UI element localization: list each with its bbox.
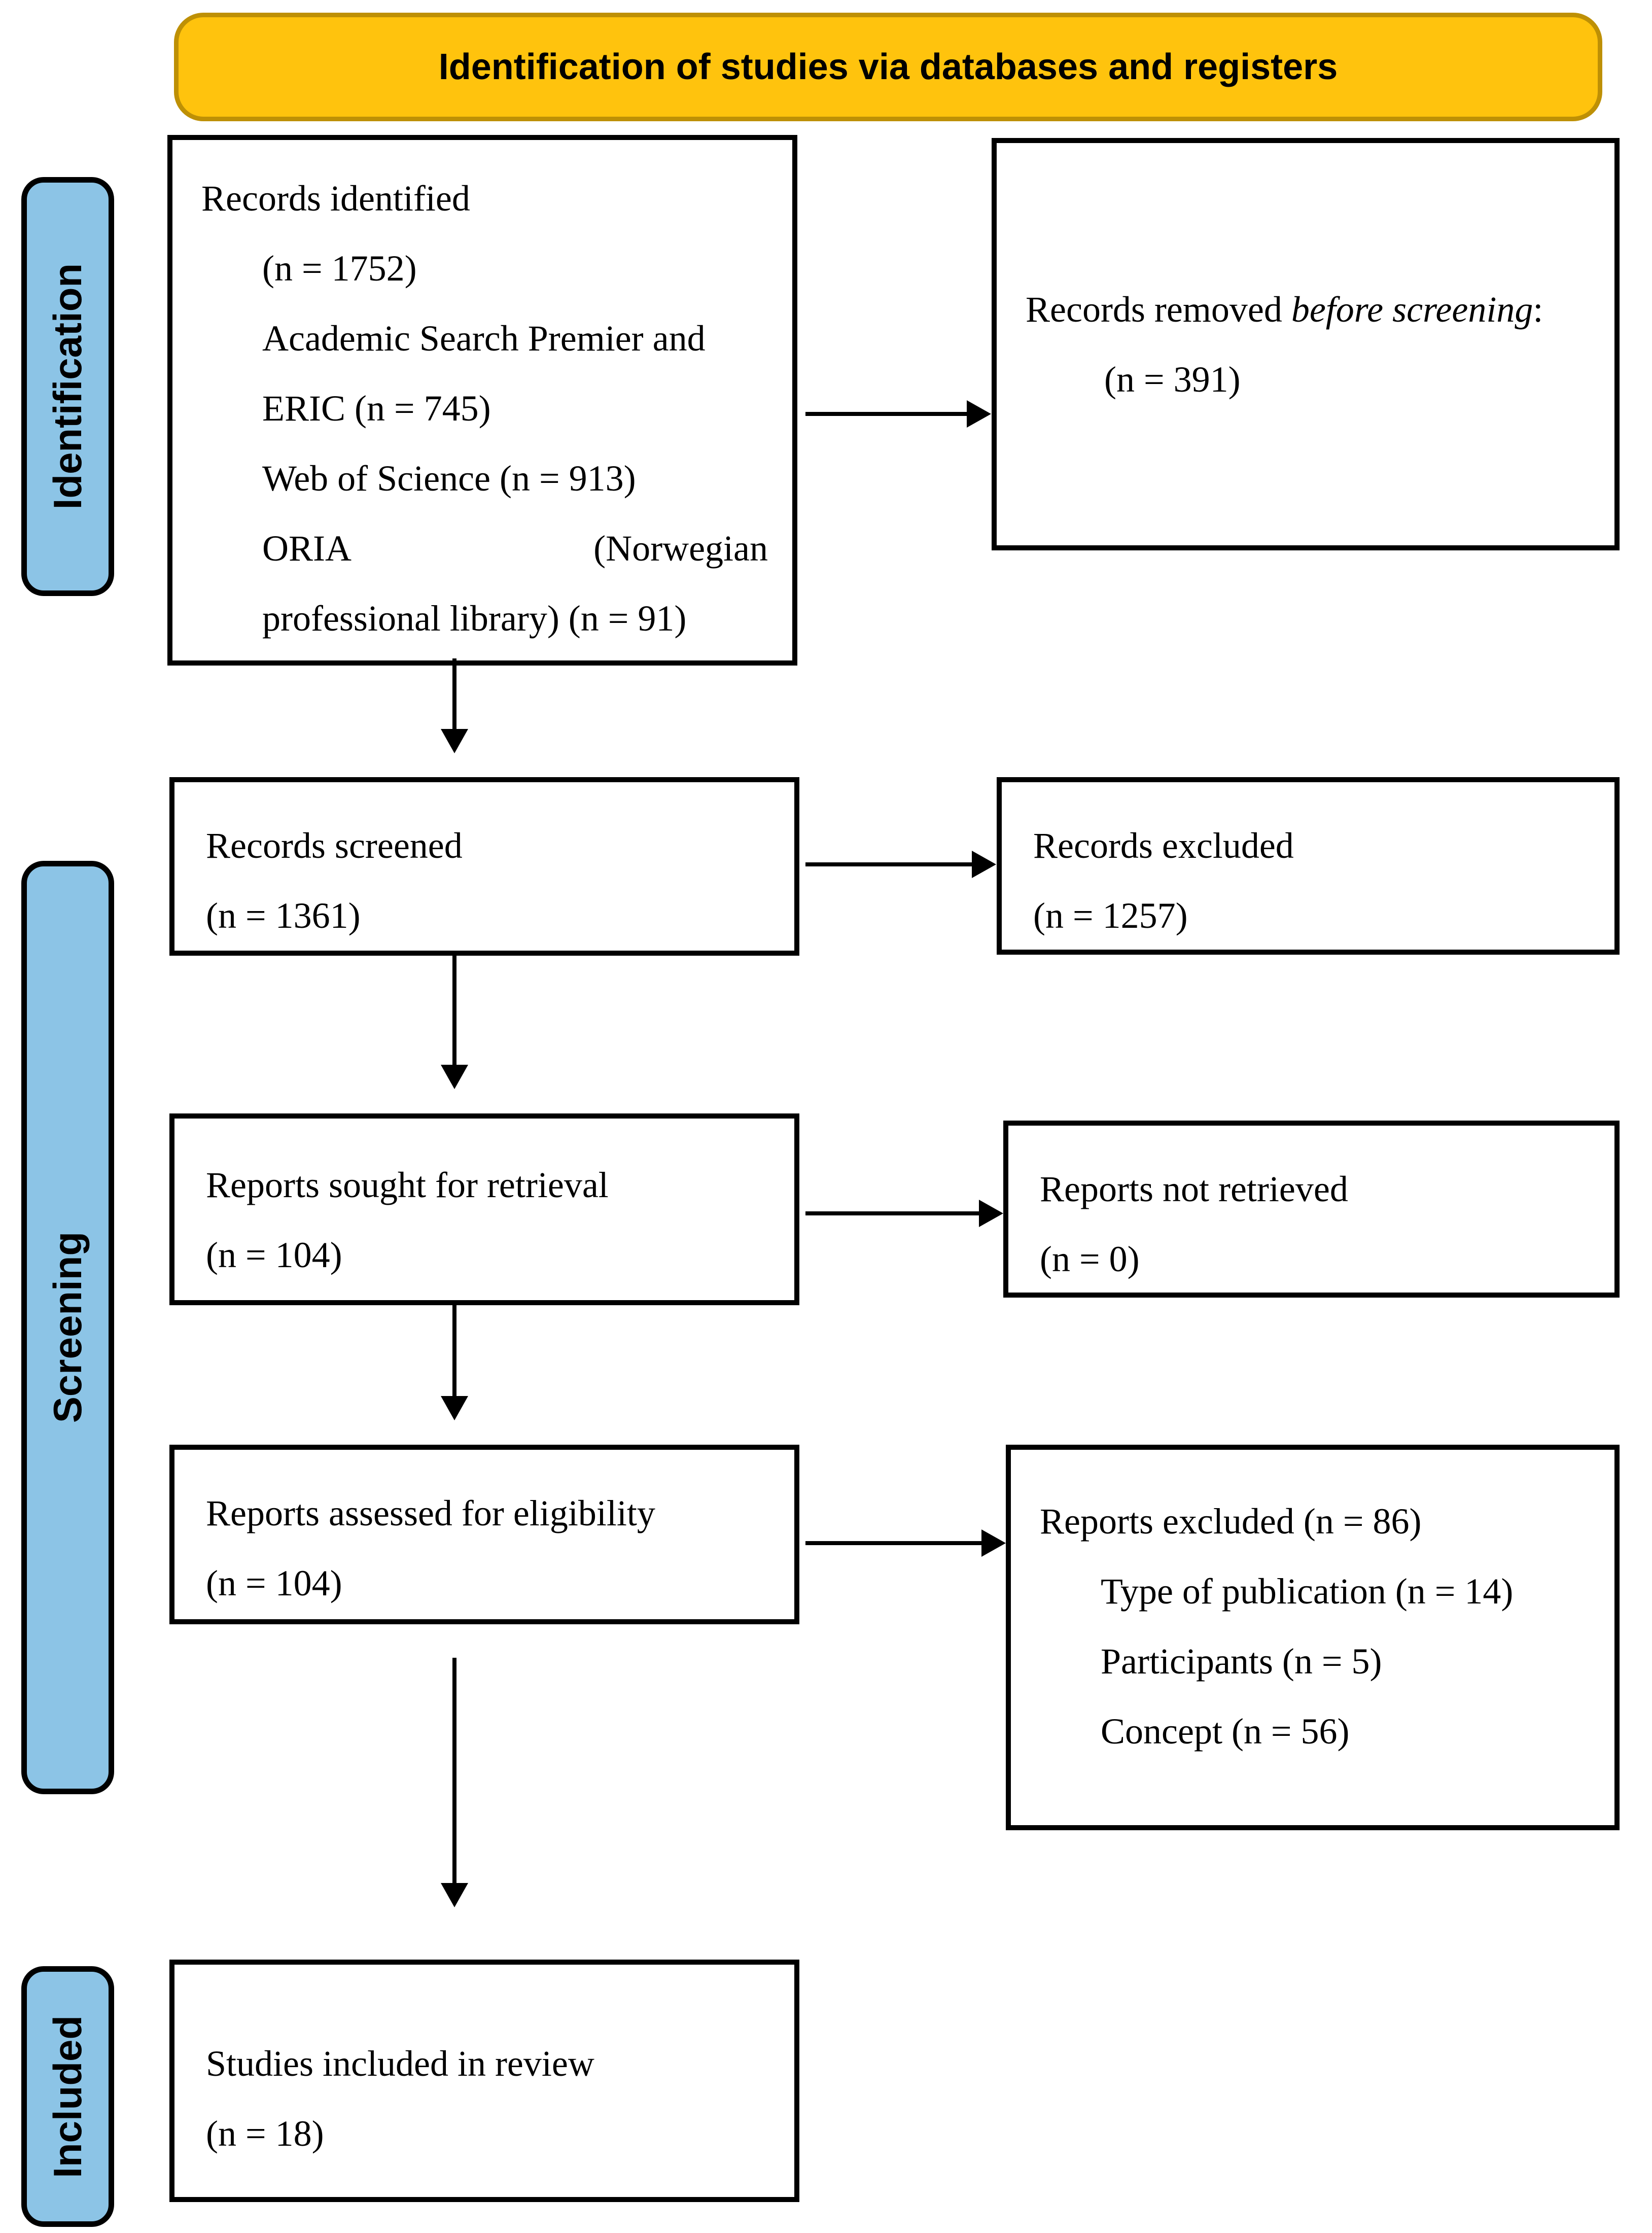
arrow-line bbox=[805, 1541, 982, 1545]
records-removed-line1-post: : bbox=[1533, 289, 1543, 330]
box-reports-not-retrieved: Reports not retrieved (n = 0) bbox=[1003, 1121, 1620, 1298]
banner-title: Identification of studies via databases … bbox=[438, 47, 1338, 87]
records-identified-line4: ERIC (n = 745) bbox=[262, 388, 491, 429]
arrow-line bbox=[805, 412, 969, 416]
studies-included-line1: Studies included in review bbox=[206, 2043, 594, 2084]
records-identified-line6-right: (Norwegian bbox=[593, 528, 768, 569]
box-reports-assessed: Reports assessed for eligibility (n = 10… bbox=[169, 1445, 799, 1624]
arrow-line bbox=[452, 1658, 456, 1883]
arrow-down-head-icon bbox=[441, 1883, 468, 1907]
reports-excluded-line1: Reports excluded (n = 86) bbox=[1040, 1501, 1422, 1542]
records-identified-line6-left: ORIA bbox=[262, 528, 352, 569]
arrow-line bbox=[452, 956, 456, 1065]
box-records-screened: Records screened (n = 1361) bbox=[169, 777, 799, 956]
arrow-right-head-icon bbox=[979, 1200, 1003, 1227]
records-removed-line1-pre: Records removed bbox=[1026, 289, 1291, 330]
arrow-right-head-icon bbox=[967, 400, 991, 428]
reports-sought-count: (n = 104) bbox=[206, 1235, 342, 1275]
reports-assessed-line1: Reports assessed for eligibility bbox=[206, 1493, 655, 1533]
box-records-removed: Records removed before screening: (n = 3… bbox=[992, 138, 1620, 550]
records-identified-line6: ORIA (Norwegian bbox=[201, 513, 768, 583]
arrow-line bbox=[805, 862, 973, 866]
records-removed-line1-italic: before screening bbox=[1291, 289, 1533, 330]
arrow-line bbox=[452, 658, 456, 729]
box-records-identified: Records identified (n = 1752) Academic S… bbox=[167, 135, 797, 666]
arrow-line bbox=[452, 1305, 456, 1396]
records-screened-line1: Records screened bbox=[206, 825, 463, 866]
reports-excluded-reason1: Type of publication (n = 14) bbox=[1101, 1571, 1514, 1612]
arrow-down-head-icon bbox=[441, 1065, 468, 1089]
records-identified-line7: professional library) (n = 91) bbox=[262, 598, 687, 639]
records-identified-count: (n = 1752) bbox=[262, 248, 417, 289]
stage-label-identification: Identification bbox=[21, 177, 114, 596]
box-reports-excluded: Reports excluded (n = 86) Type of public… bbox=[1006, 1445, 1620, 1830]
stage-label-screening: Screening bbox=[21, 861, 114, 1794]
box-reports-sought: Reports sought for retrieval (n = 104) bbox=[169, 1113, 799, 1305]
stage-label-screening-text: Screening bbox=[45, 1232, 90, 1423]
arrow-down-head-icon bbox=[441, 729, 468, 753]
records-removed-line1: Records removed before screening: bbox=[1026, 274, 1614, 344]
arrow-right-head-icon bbox=[981, 1529, 1006, 1557]
arrow-right-head-icon bbox=[972, 851, 996, 878]
box-records-excluded: Records excluded (n = 1257) bbox=[997, 777, 1620, 955]
reports-not-retrieved-line1: Reports not retrieved bbox=[1040, 1169, 1348, 1209]
records-identified-line5: Web of Science (n = 913) bbox=[262, 458, 636, 499]
stage-label-included-text: Included bbox=[45, 2015, 90, 2178]
stage-label-identification-text: Identification bbox=[45, 263, 90, 510]
box-studies-included: Studies included in review (n = 18) bbox=[169, 1960, 799, 2202]
arrow-down-head-icon bbox=[441, 1396, 468, 1420]
reports-sought-line1: Reports sought for retrieval bbox=[206, 1165, 609, 1205]
records-excluded-line1: Records excluded bbox=[1033, 825, 1294, 866]
arrow-line bbox=[805, 1211, 980, 1215]
reports-excluded-reason2: Participants (n = 5) bbox=[1101, 1641, 1382, 1682]
records-removed-count: (n = 391) bbox=[1104, 359, 1241, 400]
records-identified-line1: Records identified bbox=[201, 178, 470, 219]
studies-included-count: (n = 18) bbox=[206, 2113, 324, 2154]
records-excluded-count: (n = 1257) bbox=[1033, 895, 1188, 936]
banner-identification-via-databases: Identification of studies via databases … bbox=[174, 13, 1602, 121]
reports-not-retrieved-count: (n = 0) bbox=[1040, 1239, 1140, 1279]
records-screened-count: (n = 1361) bbox=[206, 895, 361, 936]
reports-excluded-reason3: Concept (n = 56) bbox=[1101, 1711, 1350, 1752]
records-identified-line3: Academic Search Premier and bbox=[262, 318, 706, 359]
reports-assessed-count: (n = 104) bbox=[206, 1563, 342, 1603]
stage-label-included: Included bbox=[21, 1966, 114, 2227]
